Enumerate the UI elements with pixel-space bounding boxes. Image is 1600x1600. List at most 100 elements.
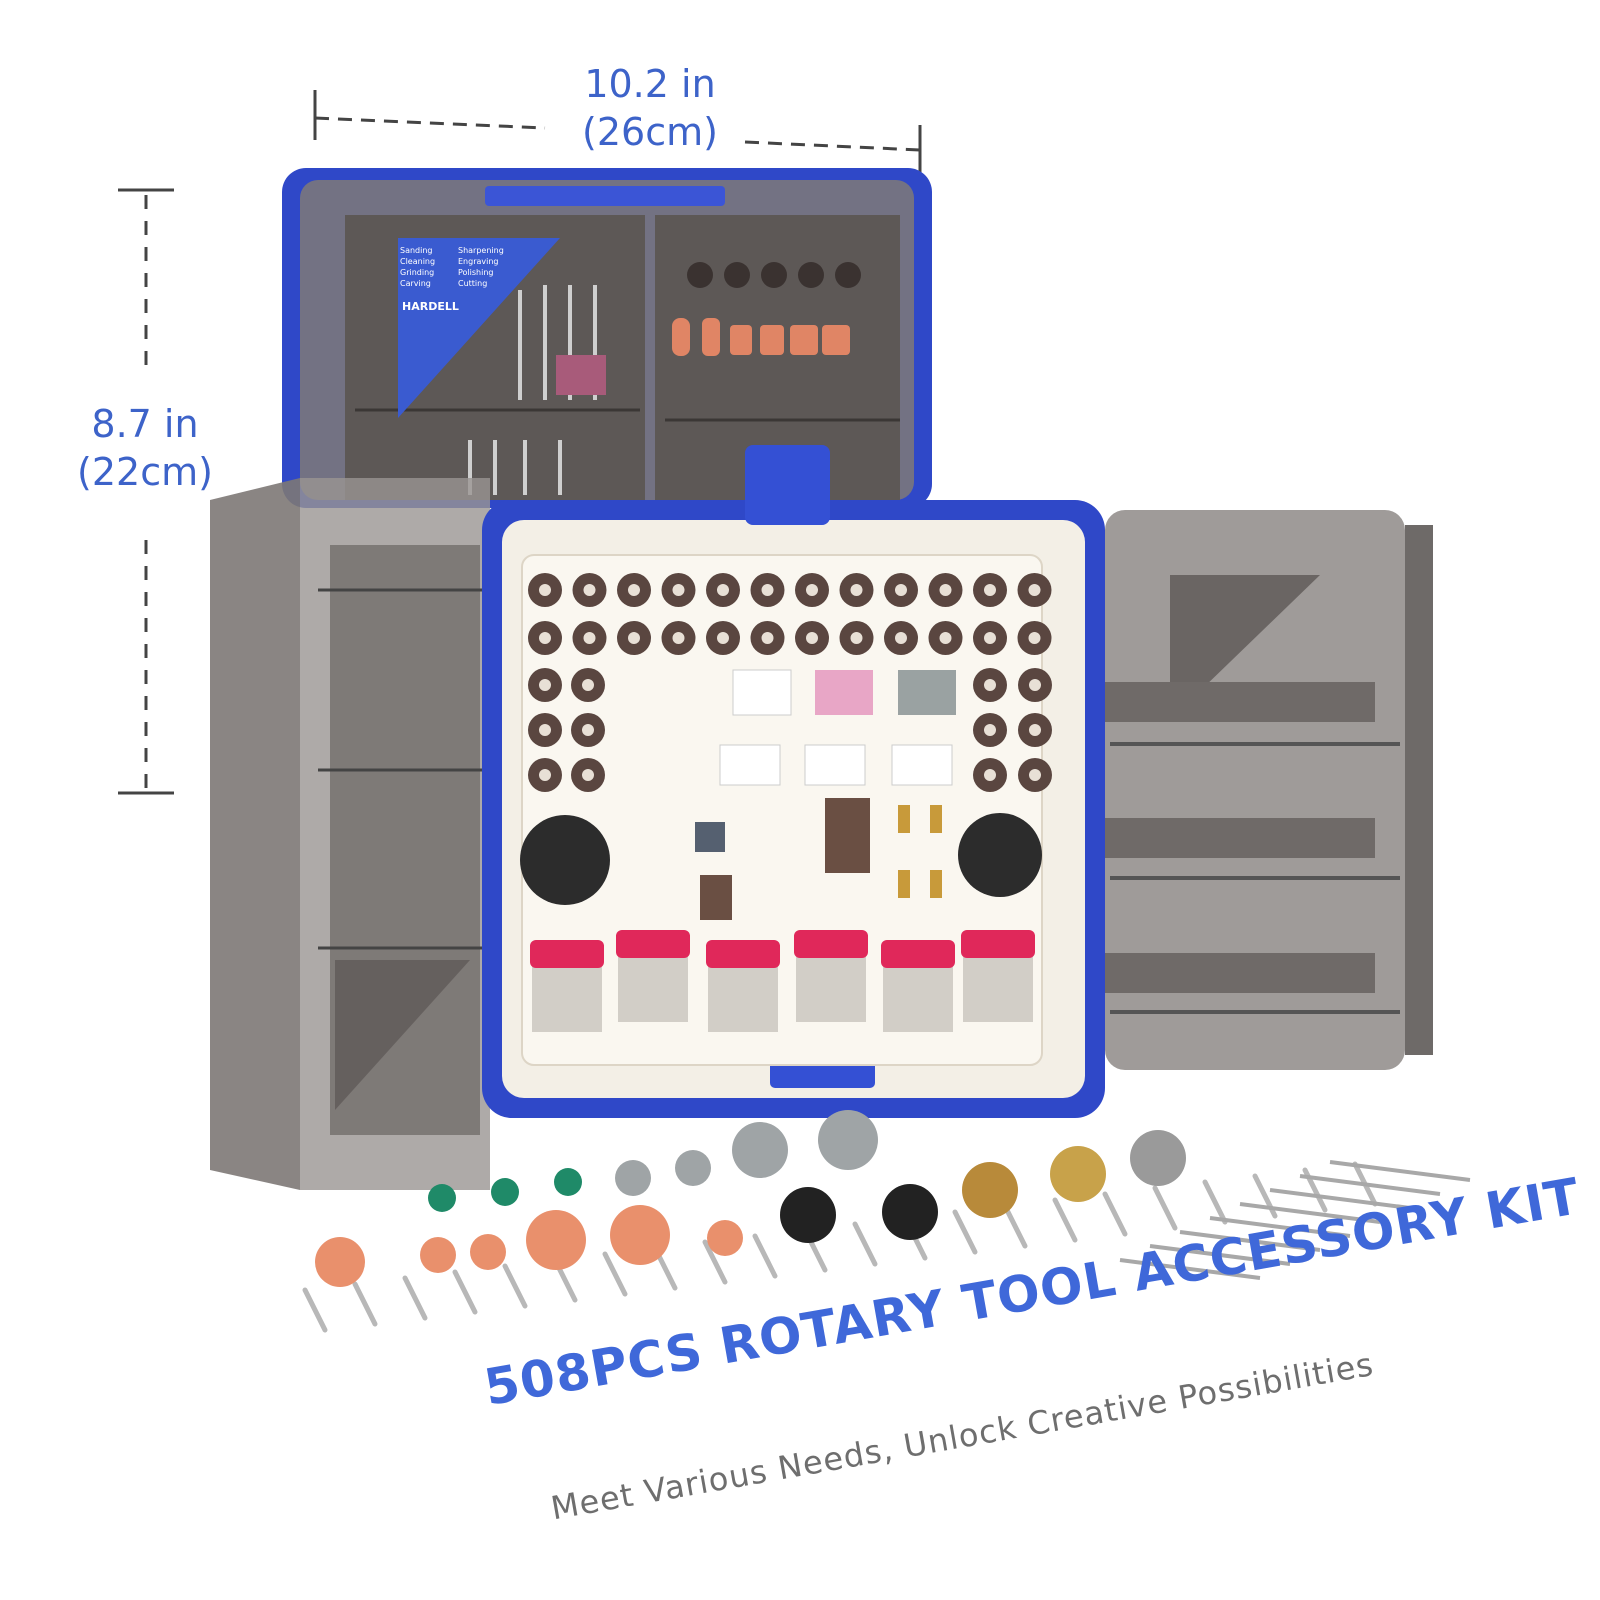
engraving-bit xyxy=(1202,1179,1228,1225)
jar-lid xyxy=(616,930,690,958)
sanding-drum-hole xyxy=(717,632,729,644)
wheel-packs xyxy=(719,669,956,786)
flap-wheel xyxy=(825,798,870,873)
drill-bit xyxy=(1119,1258,1261,1280)
engraving-bit xyxy=(452,1269,478,1315)
jar-body xyxy=(708,962,778,1032)
sanding-drum-hole xyxy=(984,632,996,644)
left-lid xyxy=(210,478,490,1190)
jar-body xyxy=(532,962,602,1032)
upper-drums xyxy=(687,262,861,288)
engraving-bit xyxy=(402,1275,428,1321)
height-dimension: 8.7 in (22cm) xyxy=(60,400,230,496)
loose-accessories xyxy=(302,1110,1471,1333)
sanding-drum-hole xyxy=(672,584,685,596)
sanding-drum-hole xyxy=(628,632,640,644)
grinding-stone xyxy=(695,822,725,852)
engraving-bit xyxy=(952,1209,978,1255)
wire-brush xyxy=(962,1162,1018,1218)
engraving-bit xyxy=(1152,1185,1178,1231)
upper-stones xyxy=(672,318,850,356)
polishing-stone xyxy=(526,1210,586,1270)
sanding-drum-hole xyxy=(582,769,594,781)
sanding-drum-hole xyxy=(539,632,551,644)
sanding-drum-hole xyxy=(850,632,863,644)
storage-jars xyxy=(530,930,1035,1032)
jar-body xyxy=(618,952,688,1022)
case-label-triangle xyxy=(398,238,560,418)
upper-pink-wheels xyxy=(556,355,606,395)
drill-bit xyxy=(1269,1188,1411,1210)
sanding-drum-hole xyxy=(582,679,594,691)
height-centimeters: (22cm) xyxy=(77,450,213,494)
sanding-drum-hole xyxy=(984,584,996,596)
sanding-drum-hole xyxy=(583,632,596,644)
right-lid xyxy=(1105,510,1433,1070)
drill-bit xyxy=(1179,1230,1321,1252)
sanding-drums xyxy=(528,573,1052,792)
sanding-drum-hole xyxy=(850,584,863,596)
grinding-stone xyxy=(491,1178,519,1206)
wire-brush xyxy=(882,1184,938,1240)
silicon-wheel xyxy=(818,1110,878,1170)
jar-lid xyxy=(530,940,604,968)
brand-logo: HARDELL xyxy=(402,300,459,313)
sanding-drum-hole xyxy=(1028,584,1041,596)
sanding-drum-hole xyxy=(895,632,907,644)
wire-brush xyxy=(780,1187,836,1243)
engraving-bit xyxy=(1002,1203,1028,1249)
grinding-stone xyxy=(428,1184,456,1212)
engraving-bit xyxy=(702,1239,728,1285)
jar-body xyxy=(883,962,953,1032)
sanding-drum-hole xyxy=(1028,632,1041,644)
sanding-drum-hole xyxy=(761,584,774,596)
sanding-drum-hole xyxy=(1029,769,1041,781)
engraving-bit xyxy=(352,1281,378,1327)
drill-bit xyxy=(1149,1244,1291,1266)
sanding-drum-hole xyxy=(672,632,685,644)
sanding-drum-hole xyxy=(806,584,818,596)
drill-bit xyxy=(1299,1174,1441,1196)
engraving-bit xyxy=(852,1221,878,1267)
polishing-stone xyxy=(470,1234,506,1270)
jar-lid xyxy=(794,930,868,958)
polishing-stone xyxy=(610,1205,670,1265)
sanding-drum-hole xyxy=(539,679,551,691)
sanding-drum-hole xyxy=(1029,679,1041,691)
height-inches: 8.7 in xyxy=(91,402,199,446)
collets xyxy=(898,805,942,898)
grinding-stone xyxy=(554,1168,582,1196)
sanding-drum-hole xyxy=(628,584,640,596)
engraving-bit xyxy=(502,1263,528,1309)
wire-brush xyxy=(1130,1130,1186,1186)
sanding-drum-hole xyxy=(984,724,996,736)
silicon-wheel xyxy=(615,1160,651,1196)
engraving-bit xyxy=(1102,1191,1128,1237)
jar-body xyxy=(796,952,866,1022)
sanding-drum-hole xyxy=(539,724,551,736)
sanding-drum-hole xyxy=(539,584,551,596)
sanding-drum-hole xyxy=(717,584,729,596)
drill-bit xyxy=(1209,1216,1351,1238)
sanding-drum-hole xyxy=(583,584,596,596)
flap-wheel-small xyxy=(700,875,732,920)
engraving-bit xyxy=(1052,1197,1078,1243)
jar-lid xyxy=(961,930,1035,958)
sanding-drum-hole xyxy=(582,724,594,736)
polishing-stone xyxy=(707,1220,743,1256)
silicon-wheel xyxy=(675,1150,711,1186)
sanding-drum-hole xyxy=(895,584,907,596)
width-centimeters: (26cm) xyxy=(582,110,718,154)
polishing-stone xyxy=(420,1237,456,1273)
width-inches: 10.2 in xyxy=(584,62,716,106)
silicon-wheel xyxy=(732,1122,788,1178)
engraving-bit xyxy=(752,1233,778,1279)
sanding-drum-hole xyxy=(939,632,952,644)
drill-bit xyxy=(1329,1160,1471,1182)
width-dimension-line xyxy=(313,90,922,178)
sanding-drum-hole xyxy=(984,769,996,781)
polishing-stone xyxy=(315,1237,365,1287)
jar-lid xyxy=(881,940,955,968)
width-dimension: 10.2 in (26cm) xyxy=(540,60,760,156)
